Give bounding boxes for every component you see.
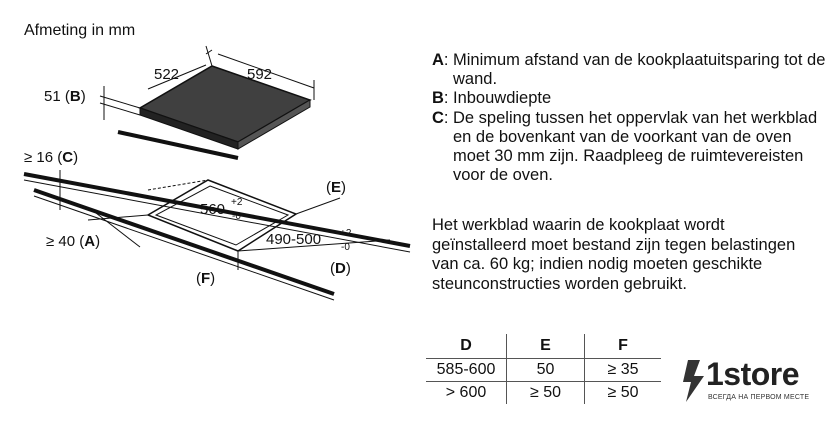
- brand-tagline: ВСЕГДА НА ПЕРВОМ МЕСТЕ: [708, 394, 810, 401]
- depth-label: 592: [247, 66, 272, 83]
- table-cell: ≥ 50: [506, 381, 585, 404]
- legend-text-b: Inbouwdiepte: [453, 89, 552, 108]
- b-dim-line-bottom: [99, 102, 141, 116]
- a-dimension-label: ≥ 40 (A): [46, 233, 100, 250]
- b-dimension-label: 51 (B): [44, 88, 86, 105]
- cutout-depth-tolerance-plus: +2: [340, 228, 352, 239]
- page-title: Afmeting in mm: [24, 22, 136, 39]
- table-header-row: D E F: [426, 334, 661, 359]
- brand-logo: 1store ВСЕГДА НА ПЕРВОМ МЕСТЕ: [668, 356, 828, 416]
- table-row: > 600 ≥ 50 ≥ 50: [426, 381, 661, 404]
- d-dimension-label: (D): [330, 260, 351, 277]
- dimension-table: D E F 585-600 50 ≥ 35 > 600 ≥ 50 ≥ 50: [426, 334, 661, 404]
- worktop-cutout-inner: [154, 185, 290, 246]
- worktop-back-edge: [23, 172, 411, 248]
- cutout-center-line: [147, 179, 209, 191]
- width-dim-marker: [205, 49, 213, 55]
- table-cell: ≥ 50: [584, 381, 661, 404]
- worktop-back-edge-thin: [23, 179, 411, 253]
- f-dimension-label: (F): [196, 270, 215, 287]
- table-header-d: D: [426, 334, 507, 359]
- table-header-e: E: [506, 334, 585, 359]
- legend-text-a: Minimum afstand van de kookplaatuitspari…: [453, 51, 826, 89]
- installation-diagram: 522 592 51 (B) 560 +2 -0 490-500 +2 -0 ≥…: [23, 45, 411, 301]
- width-dim-tick: [205, 45, 213, 67]
- legend-text-c: De speling tussen het oppervlak van het …: [453, 108, 818, 185]
- hob-top-line: [117, 130, 239, 160]
- e-dimension-label: (E): [326, 179, 346, 196]
- cutout-width-tolerance-minus: -0: [232, 211, 241, 222]
- table-cell: 50: [506, 358, 585, 382]
- width-label: 522: [154, 66, 179, 83]
- table-cell: > 600: [445, 384, 487, 401]
- legend-list: A: Minimum afstand van de kookplaatuitsp…: [432, 51, 832, 185]
- b-dim-line-top: [99, 95, 141, 109]
- width-dim-line: [147, 64, 207, 90]
- hob-illustration: [117, 65, 312, 160]
- legend-item-a: A: Minimum afstand van de kookplaatuitsp…: [432, 51, 832, 89]
- c-dimension-label: ≥ 16 (C): [24, 149, 78, 166]
- e-dim-line: [295, 197, 341, 215]
- legend-item-b: B: Inbouwdiepte: [432, 89, 832, 108]
- hob-side-edge: [237, 99, 311, 150]
- worktop-load-note: Het werkblad waarin de kookplaat wordt g…: [432, 216, 796, 293]
- table-row: 585-600 50 ≥ 35: [426, 358, 661, 382]
- lightning-bolt-icon: [683, 360, 704, 402]
- d-dim-line: [237, 239, 391, 252]
- worktop-front-edge: [33, 188, 335, 296]
- worktop-illustration: [23, 172, 411, 301]
- table-cell: ≥ 35: [584, 358, 661, 382]
- worktop-front-edge-thin: [33, 195, 335, 301]
- brand-name: 1store: [706, 356, 800, 392]
- cutout-depth-label: 490-500: [266, 231, 321, 248]
- table-header-f: F: [584, 334, 661, 359]
- depth-dim-line: [217, 53, 315, 89]
- cutout-width-label: 560: [200, 201, 225, 218]
- a-dim-arrow: [95, 212, 141, 248]
- legend-item-c: C: De speling tussen het oppervlak van h…: [432, 109, 832, 186]
- table-cell: 585-600: [426, 358, 507, 382]
- cutout-left-line: [87, 214, 149, 221]
- cutout-depth-tolerance-minus: -0: [341, 242, 350, 253]
- cutout-width-tolerance-plus: +2: [231, 197, 243, 208]
